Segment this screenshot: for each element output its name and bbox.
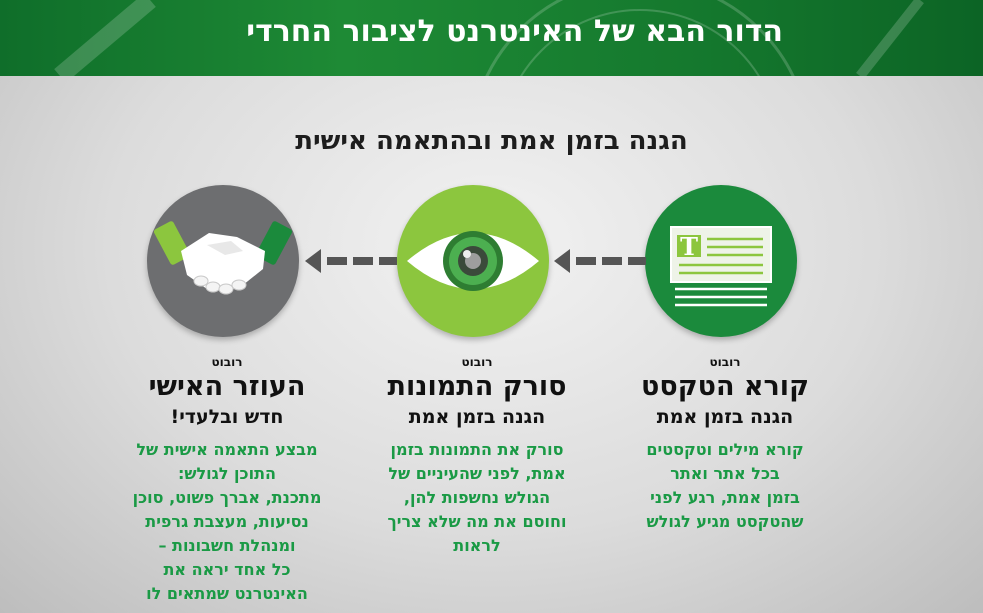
desc-line: קורא מילים וטקסטים	[646, 440, 804, 459]
robot-subtitle: הגנה בזמן אמת	[656, 406, 794, 428]
arrow-left-icon	[554, 249, 646, 273]
desc-line: כל אחד יראה את	[163, 560, 291, 579]
page-headline: הגנה בזמן אמת ובהתאמה אישית	[295, 126, 688, 156]
robot-description: קורא מילים וטקסטים בכל אתר ואתר בזמן אמת…	[620, 438, 830, 534]
desc-line: נסיעות, מעצבת גרפית	[145, 512, 309, 531]
svg-text:T: T	[680, 232, 698, 261]
robot-kicker: רובוט	[211, 355, 243, 369]
robot-description: מבצע התאמה אישית של התוכן לגולש: מתכנת, …	[112, 438, 342, 606]
desc-line: אמת, לפני שהעיניים של	[388, 464, 566, 483]
desc-line: סורק את התמונות בזמן	[390, 440, 564, 459]
desc-line: ומנהלת חשבונות –	[158, 536, 296, 555]
handshake-icon	[147, 185, 299, 337]
desc-line: שהטקסט מגיע לגולש	[646, 512, 804, 531]
desc-line: הגולש נחשפות להן,	[403, 488, 551, 507]
arrow-left-icon-2	[305, 249, 397, 273]
robot-personal-assistant: רובוט העוזר האישי חדש ובלעדי! מבצע התאמה…	[112, 354, 342, 606]
robot-subtitle: הגנה בזמן אמת	[408, 406, 546, 428]
speedometer-decoration	[54, 0, 924, 76]
robot-title: סורק התמונות	[387, 371, 567, 402]
robot-title: קורא הטקסט	[641, 371, 809, 402]
desc-line: לראות	[453, 536, 501, 555]
robot-title: העוזר האישי	[148, 371, 306, 402]
desc-line: בזמן אמת, רגע לפני	[650, 488, 800, 507]
desc-line: מבצע התאמה אישית של	[136, 440, 318, 459]
desc-line: מתכנת, אברך פשוט, סוכן	[132, 488, 322, 507]
robot-text-reader: רובוט קורא הטקסט הגנה בזמן אמת קורא מילי…	[620, 354, 830, 534]
robot-image-scanner: רובוט סורק התמונות הגנה בזמן אמת סורק את…	[372, 354, 582, 558]
desc-line: האינטרנט שמתאים לו	[146, 584, 308, 603]
robot-subtitle: חדש ובלעדי!	[170, 406, 284, 428]
robot-kicker: רובוט	[461, 355, 493, 369]
document-icon: T	[645, 185, 797, 337]
eye-icon	[397, 185, 549, 337]
robot-kicker: רובוט	[709, 355, 741, 369]
top-banner: הדור הבא של האינטרנט לציבור החרדי	[0, 0, 983, 76]
banner-title: הדור הבא של האינטרנט לציבור החרדי	[246, 14, 783, 49]
desc-line: התוכן לגולש:	[177, 464, 277, 483]
desc-line: וחוסם את מה שלא צריך	[387, 512, 567, 531]
desc-line: בכל אתר ואתר	[670, 464, 780, 483]
robot-description: סורק את התמונות בזמן אמת, לפני שהעיניים …	[372, 438, 582, 558]
